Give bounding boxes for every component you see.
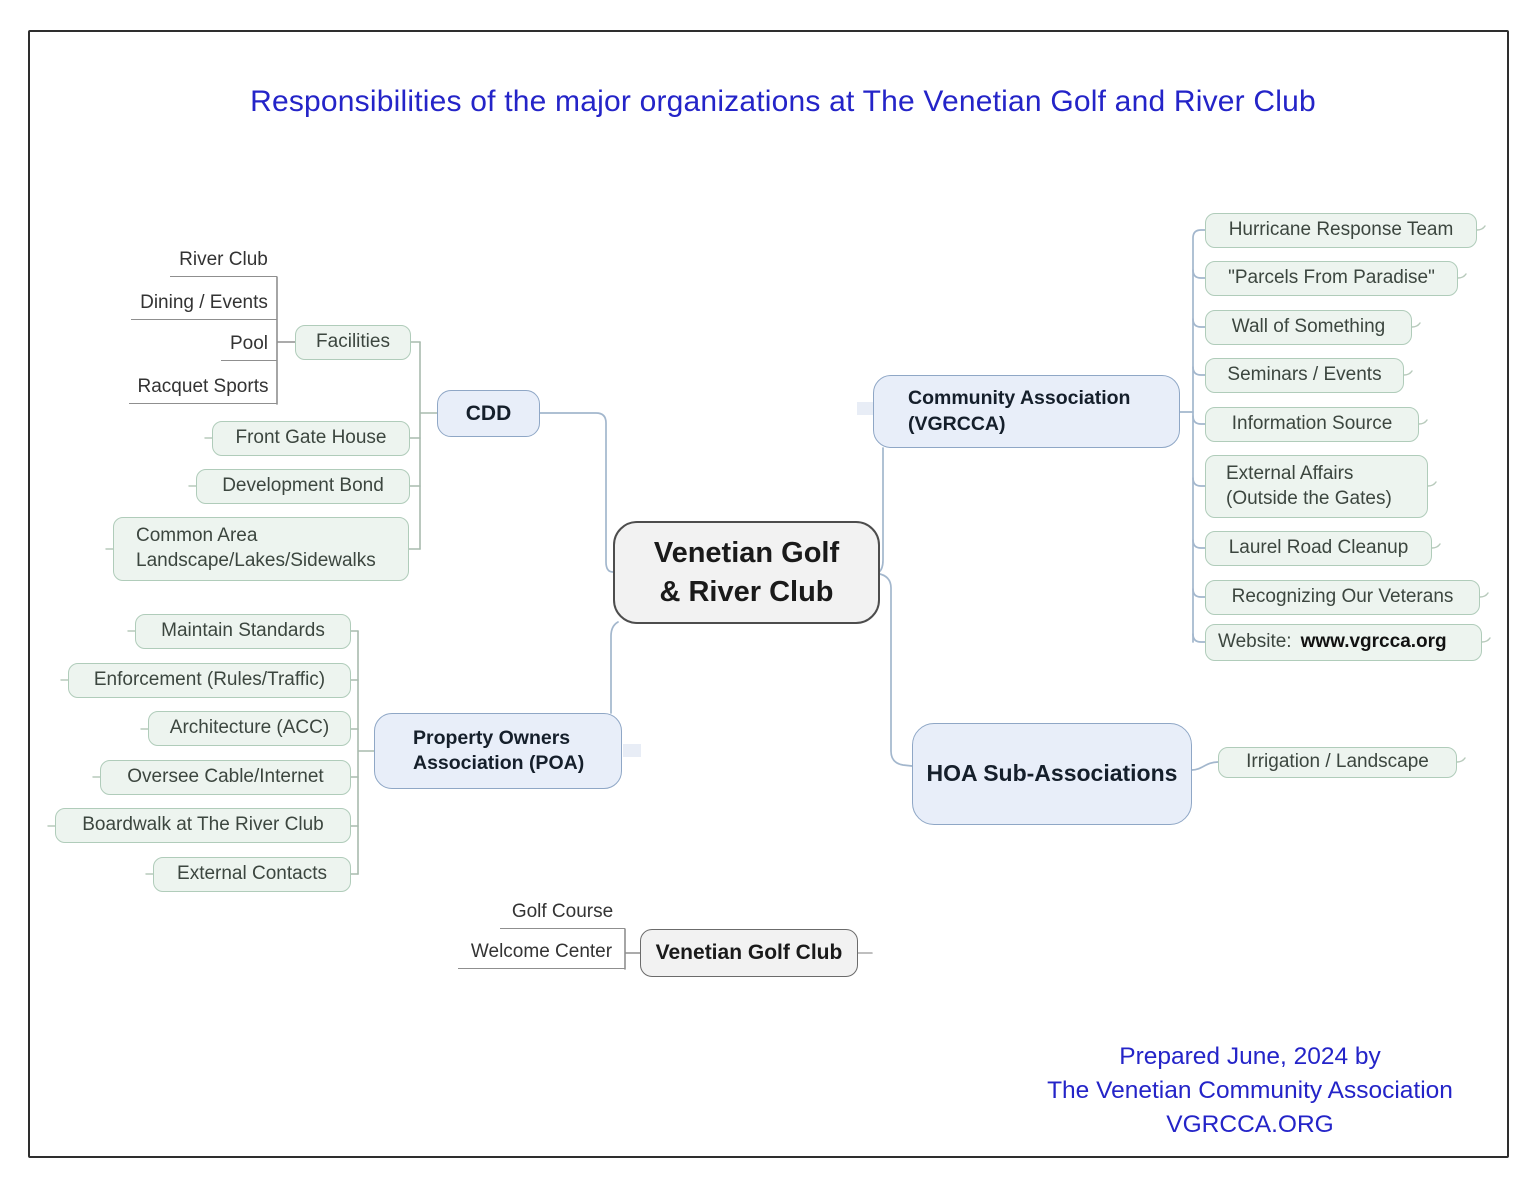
node-label: Common Area Landscape/Lakes/Sidewalks xyxy=(136,525,376,571)
node-external-affairs: External Affairs (Outside the Gates) xyxy=(1205,455,1428,518)
node-label: HOA Sub-Associations xyxy=(926,760,1178,787)
node-label: Pool xyxy=(229,333,269,355)
node-boardwalk-river-club: Boardwalk at The River Club xyxy=(55,808,351,843)
node-label: Property Owners Association (POA) xyxy=(413,726,585,774)
line-node-welcome-center: Welcome Center xyxy=(458,941,625,969)
node-external-contacts: External Contacts xyxy=(153,857,351,892)
node-common-area: Common Area Landscape/Lakes/Sidewalks xyxy=(113,517,409,581)
node-label: Venetian Golf Club xyxy=(655,941,843,965)
link-marker xyxy=(857,402,875,415)
node-label: Maintain Standards xyxy=(161,620,325,642)
line-node-racquet-sports: Racquet Sports xyxy=(129,376,277,404)
node-label: Laurel Road Cleanup xyxy=(1228,537,1409,559)
footer-line-2: The Venetian Community Association xyxy=(1047,1077,1453,1104)
node-label: External Affairs (Outside the Gates) xyxy=(1226,462,1392,509)
node-hoa-sub-associations: HOA Sub-Associations xyxy=(912,723,1192,825)
node-label: Enforcement (Rules/Traffic) xyxy=(93,669,326,691)
node-laurel-road-cleanup: Laurel Road Cleanup xyxy=(1205,531,1432,566)
node-label: Boardwalk at The River Club xyxy=(82,814,324,836)
diagram-title: Responsibilities of the major organizati… xyxy=(250,85,1316,118)
node-oversee-cable-internet: Oversee Cable/Internet xyxy=(100,760,351,795)
node-label: Venetian Golf & River Club xyxy=(653,537,840,608)
node-label: River Club xyxy=(179,249,268,271)
node-label: "Parcels From Paradise" xyxy=(1228,267,1435,289)
node-parcels-from-paradise: "Parcels From Paradise" xyxy=(1205,261,1458,296)
footer-credit: Prepared June, 2024 by The Venetian Comm… xyxy=(980,1040,1520,1142)
node-label: CDD xyxy=(465,401,512,425)
node-enforcement-rules-traffic: Enforcement (Rules/Traffic) xyxy=(68,663,351,698)
node-venetian-golf-river-club: Venetian Golf & River Club xyxy=(613,521,880,624)
node-facilities: Facilities xyxy=(295,325,411,360)
node-website: Website: www.vgrcca.org xyxy=(1205,624,1482,661)
line-node-links xyxy=(276,276,873,970)
node-label: Hurricane Response Team xyxy=(1228,219,1454,241)
node-irrigation-landscape: Irrigation / Landscape xyxy=(1218,747,1457,778)
node-label: Dining / Events xyxy=(140,292,268,314)
footer-line-3: VGRCCA.ORG xyxy=(1166,1111,1334,1138)
line-node-pool: Pool xyxy=(221,333,277,361)
diagram-frame xyxy=(28,30,1509,1158)
node-wall-of-something: Wall of Something xyxy=(1205,310,1412,345)
node-label: Facilities xyxy=(316,331,390,353)
node-information-source: Information Source xyxy=(1205,407,1419,442)
node-cdd: CDD xyxy=(437,390,540,437)
node-label: External Contacts xyxy=(177,863,327,885)
node-maintain-standards: Maintain Standards xyxy=(135,614,351,649)
node-label: Information Source xyxy=(1231,413,1393,435)
website-label: Website: xyxy=(1218,631,1292,653)
node-community-association: Community Association (VGRCCA) xyxy=(873,375,1180,448)
link-marker xyxy=(623,744,641,757)
node-venetian-golf-club: Venetian Golf Club xyxy=(640,929,858,977)
node-label: Front Gate House xyxy=(235,427,387,449)
node-hurricane-response-team: Hurricane Response Team xyxy=(1205,213,1477,248)
line-node-river-club: River Club xyxy=(170,249,277,277)
node-recognizing-our-veterans: Recognizing Our Veterans xyxy=(1205,580,1480,615)
node-label: Wall of Something xyxy=(1231,316,1386,338)
node-development-bond: Development Bond xyxy=(196,469,410,504)
node-label: Development Bond xyxy=(222,475,384,497)
main-links xyxy=(539,229,1219,771)
node-label: Architecture (ACC) xyxy=(169,717,330,739)
node-property-owners-association: Property Owners Association (POA) xyxy=(374,713,622,789)
node-label: Oversee Cable/Internet xyxy=(127,766,324,788)
node-label: Seminars / Events xyxy=(1227,364,1382,386)
node-front-gate-house: Front Gate House xyxy=(212,421,410,456)
node-seminars-events: Seminars / Events xyxy=(1205,358,1404,393)
node-label: Racquet Sports xyxy=(137,376,269,398)
node-label: Golf Course xyxy=(511,901,614,923)
node-label: Welcome Center xyxy=(470,941,613,963)
website-link[interactable]: www.vgrcca.org xyxy=(1300,631,1447,653)
branch-links xyxy=(350,341,438,875)
node-architecture-acc: Architecture (ACC) xyxy=(148,711,351,746)
node-label: Community Association (VGRCCA) xyxy=(908,387,1131,435)
node-label: Recognizing Our Veterans xyxy=(1231,586,1454,608)
leaf-stubs xyxy=(47,225,1491,875)
node-label: Irrigation / Landscape xyxy=(1246,751,1429,773)
line-node-dining-events: Dining / Events xyxy=(131,292,277,320)
line-node-golf-course: Golf Course xyxy=(500,901,625,929)
footer-line-1: Prepared June, 2024 by xyxy=(1119,1043,1381,1070)
